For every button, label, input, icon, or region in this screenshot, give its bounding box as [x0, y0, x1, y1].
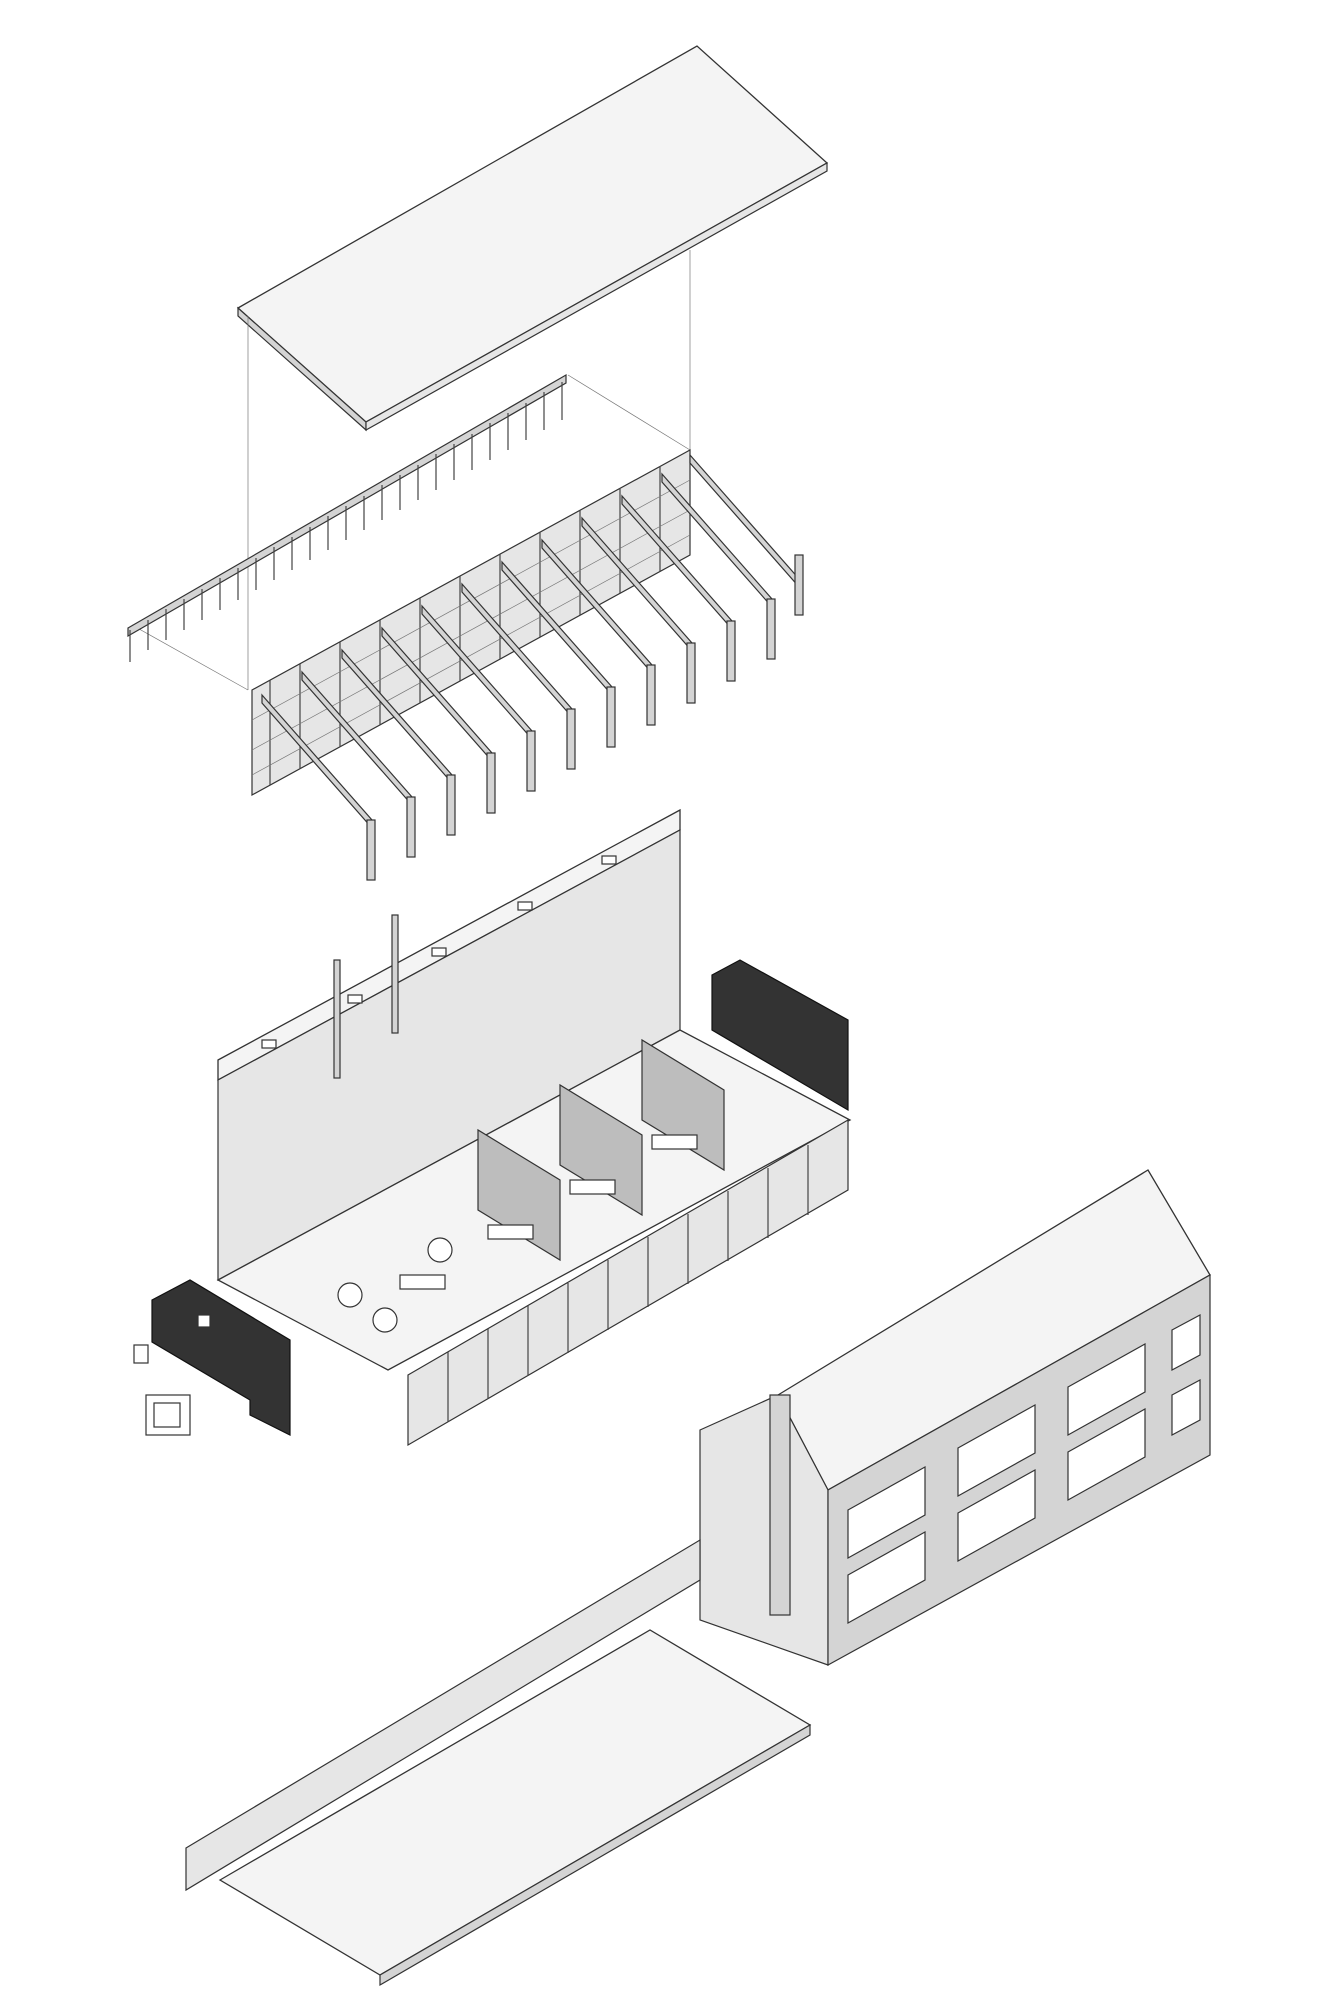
partitions [477, 1038, 725, 1262]
ground-plinth [185, 1538, 812, 1987]
end-wall-right [711, 959, 849, 1112]
roof-slab [236, 45, 829, 432]
skylights [261, 855, 617, 1049]
existing-building [699, 1169, 1211, 1667]
frame-mullions [251, 466, 691, 785]
structural-frame [127, 373, 804, 881]
interior-fitout [133, 808, 852, 1447]
furniture [337, 1134, 698, 1333]
rafters-and-posts [261, 453, 804, 881]
curtain-wall-mullions [447, 1145, 809, 1422]
end-wall-left [151, 1279, 291, 1436]
back-studs [129, 382, 563, 662]
projection-lines-roof [131, 250, 691, 691]
building-windows [847, 1313, 1201, 1625]
